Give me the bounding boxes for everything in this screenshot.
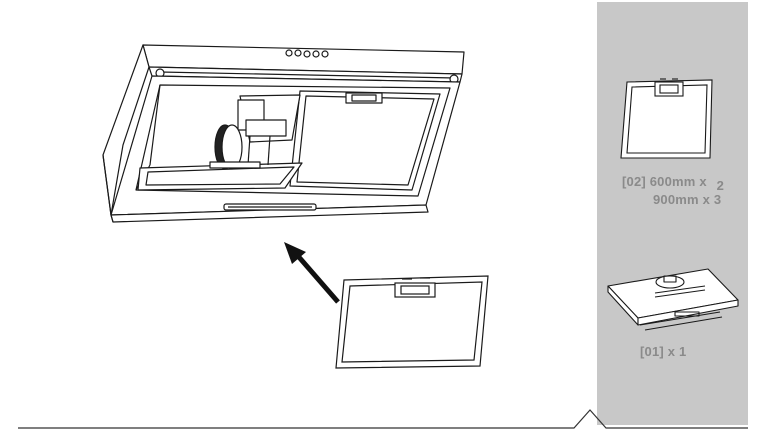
parts-panel bbox=[597, 2, 748, 425]
part-02-size-1: 600mm bbox=[649, 174, 696, 189]
range-hood-part-icon bbox=[607, 268, 739, 331]
part-02-qty-2: 3 bbox=[713, 192, 722, 207]
grease-filter-illustration bbox=[335, 275, 489, 369]
part-01-label: [01] x 1 bbox=[640, 344, 686, 359]
part-02-sep-2: x bbox=[702, 192, 711, 207]
part-02-code: [02] bbox=[622, 174, 646, 189]
install-direction-arrow bbox=[284, 242, 340, 304]
part-02-label-2: 900mm x 3 bbox=[653, 192, 721, 207]
part-02-sep-1: x bbox=[699, 174, 707, 189]
control-buttons bbox=[285, 49, 329, 58]
part-02-qty-1: 2 bbox=[716, 178, 725, 193]
floor-line bbox=[18, 409, 748, 429]
part-02-size-2: 900mm bbox=[653, 192, 699, 207]
part-01-qty: 1 bbox=[678, 344, 687, 359]
filter-part-icon bbox=[620, 78, 713, 159]
part-02-label: [02] 600mm x 2 bbox=[622, 174, 724, 193]
part-01-code: [01] bbox=[640, 344, 664, 359]
part-01-sep: x bbox=[667, 344, 676, 359]
range-hood-illustration bbox=[102, 44, 465, 223]
